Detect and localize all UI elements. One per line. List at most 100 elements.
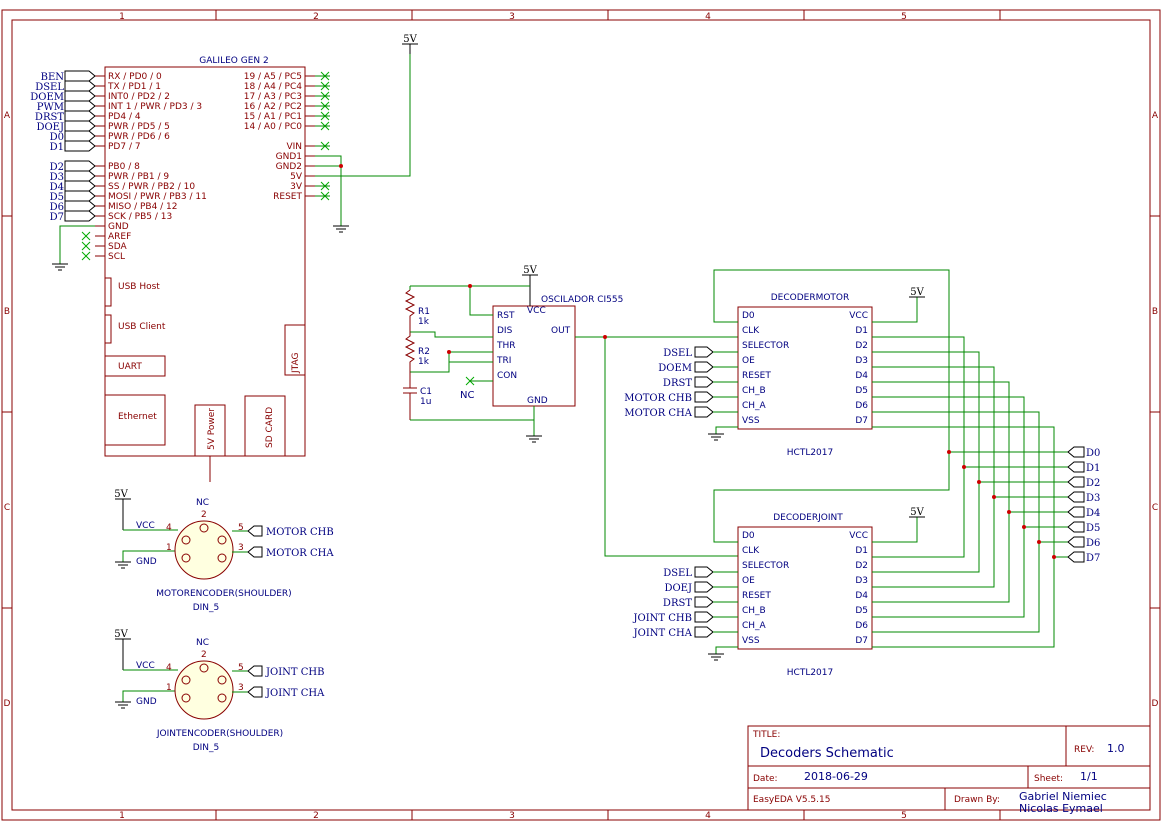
decoder-joint-title: DECODERJOINT bbox=[773, 513, 843, 523]
galileo-pin-sda: SDA bbox=[108, 242, 127, 252]
usb-host-label: USB Host bbox=[118, 282, 160, 292]
r1-value: 1k bbox=[418, 317, 430, 327]
galileo-pin-vin: VIN bbox=[286, 142, 302, 152]
osc-pin-thr: THR bbox=[496, 341, 516, 351]
drawing-frame: 1 2 3 4 5 1 2 3 4 5 A B C D A B C D bbox=[1, 9, 1161, 821]
ground-symbol bbox=[708, 433, 724, 441]
galileo-left-net-flags: BEN DSEL DOEM PWM DRST DOEJ D0 D1 D2 D3 … bbox=[30, 70, 96, 223]
jtag-label: JTAG bbox=[291, 353, 301, 374]
frame-row-d-right: D bbox=[1152, 699, 1159, 709]
menc-net-cha: MOTOR CHA bbox=[266, 548, 334, 559]
galileo-pin-pb2: SS / PWR / PB2 / 10 bbox=[108, 182, 195, 192]
dj-pin-d4: D4 bbox=[855, 591, 868, 601]
net-pwm: PWM bbox=[37, 102, 64, 113]
net-d5: D5 bbox=[50, 192, 64, 203]
usb-client-label: USB Client bbox=[118, 322, 166, 332]
ground-symbol bbox=[333, 225, 349, 233]
dj-net-drst: DRST bbox=[663, 598, 692, 609]
svg-text:5V: 5V bbox=[114, 489, 128, 500]
ethernet-label: Ethernet bbox=[118, 412, 157, 422]
galileo-board: GALILEO GEN 2 RX / PD0 / 0 TX / PD1 / 1 … bbox=[30, 34, 418, 482]
ground-symbol bbox=[115, 701, 131, 709]
dj-pin-selector: SELECTOR bbox=[742, 561, 789, 571]
decoder-motor-part: HCTL2017 bbox=[787, 448, 833, 458]
galileo-pin-5v: 5V bbox=[290, 172, 303, 182]
jenc-package: DIN_5 bbox=[193, 743, 220, 753]
dm-pin-clk: CLK bbox=[742, 326, 760, 336]
galileo-pin-pd6: PWR / PD6 / 6 bbox=[108, 132, 170, 142]
frame-row-a-left: A bbox=[4, 111, 11, 121]
galileo-pin-a3: 17 / A3 / PC3 bbox=[244, 92, 302, 102]
galileo-pin-pd7: PD7 / 7 bbox=[108, 142, 141, 152]
bus-d5: D5 bbox=[1086, 523, 1100, 534]
dm-pin-reset: RESET bbox=[742, 371, 771, 381]
jenc-pin-4: 4 bbox=[166, 663, 172, 673]
osc-pin-tri: TRI bbox=[496, 356, 511, 366]
joint-encoder-connector: 5V VCC GND 2 4 5 1 3 NC JOINT CHB JOINT … bbox=[114, 629, 325, 753]
jenc-nc-label: NC bbox=[196, 638, 209, 648]
dj-pin-oe: OE bbox=[742, 576, 755, 586]
galileo-internal-boxes: USB Host USB Client UART Ethernet 5V Pow… bbox=[104, 277, 306, 482]
ground-symbol bbox=[526, 435, 542, 443]
jenc-vcc-label: VCC bbox=[136, 661, 155, 671]
bus-d2: D2 bbox=[1086, 478, 1100, 489]
net-drst: DRST bbox=[35, 112, 64, 123]
galileo-pin-a1: 15 / A1 / PC1 bbox=[244, 112, 302, 122]
dm-pin-d7: D7 bbox=[855, 416, 868, 426]
galileo-pin-pb4: MISO / PB4 / 12 bbox=[108, 202, 178, 212]
sd-card-label: SD CARD bbox=[265, 407, 275, 448]
galileo-pin-a0: 14 / A0 / PC0 bbox=[244, 122, 303, 132]
menc-pin-3: 3 bbox=[238, 543, 244, 553]
menc-name: MOTORENCODER(SHOULDER) bbox=[156, 589, 291, 599]
output-bus: D0 D1 D2 D3 D4 D5 D6 D7 bbox=[947, 446, 1100, 564]
net-dsel: DSEL bbox=[35, 82, 64, 93]
galileo-title: GALILEO GEN 2 bbox=[199, 56, 268, 66]
galileo-pin-a4: 18 / A4 / PC4 bbox=[244, 82, 303, 92]
osc-pin-rst: RST bbox=[497, 311, 515, 321]
frame-row-b-right: B bbox=[1152, 307, 1158, 317]
oscillator-555: OSCILADOR CI555 RST DIS THR TRI CON VCC … bbox=[403, 265, 738, 557]
dm-pin-d0: D0 bbox=[742, 311, 755, 321]
frame-row-c-left: C bbox=[4, 503, 10, 513]
menc-pin-2: 2 bbox=[201, 510, 207, 520]
net-d2: D2 bbox=[50, 162, 64, 173]
galileo-pin-reset: RESET bbox=[273, 192, 302, 202]
junction-dot bbox=[339, 164, 343, 168]
menc-pin-4: 4 bbox=[166, 523, 172, 533]
jenc-name: JOINTENCODER(SHOULDER) bbox=[156, 729, 283, 739]
decoder-motor-title: DECODERMOTOR bbox=[771, 293, 850, 303]
dj-pin-d0: D0 bbox=[742, 531, 755, 541]
bus-d6: D6 bbox=[1086, 538, 1100, 549]
power-symbol-5v-galileo: 5V bbox=[402, 34, 418, 54]
net-doem: DOEM bbox=[30, 92, 64, 103]
osc-pin-out: OUT bbox=[551, 326, 571, 336]
drawn-by-label: Drawn By: bbox=[954, 795, 1000, 805]
frame-row-a-right: A bbox=[1152, 111, 1159, 121]
svg-text:5V: 5V bbox=[114, 629, 128, 640]
sheet-label: Sheet: bbox=[1034, 774, 1063, 784]
dj-pin-d7: D7 bbox=[855, 636, 868, 646]
dm-pin-cha: CH_A bbox=[742, 401, 767, 411]
date-value: 2018-06-29 bbox=[804, 770, 868, 783]
dj-net-doej: DOEJ bbox=[664, 583, 692, 594]
osc-pin-vcc: VCC bbox=[527, 306, 546, 316]
motor-encoder-connector: 5V VCC GND 2 4 5 1 3 NC MOTOR CHB MOTOR … bbox=[114, 489, 334, 613]
ground-symbol bbox=[115, 561, 131, 569]
bus-d1: D1 bbox=[1086, 463, 1100, 474]
galileo-pin-gnd1: GND1 bbox=[276, 152, 302, 162]
galileo-pin-scl: SCL bbox=[108, 252, 125, 262]
jenc-net-cha: JOINT CHA bbox=[265, 688, 325, 699]
5v-power-label: 5V Power bbox=[207, 408, 217, 450]
dm-pin-oe: OE bbox=[742, 356, 755, 366]
galileo-pin-int1: INT 1 / PWR / PD3 / 3 bbox=[108, 102, 202, 112]
galileo-pin-pb5: SCK / PB5 / 13 bbox=[108, 212, 172, 222]
no-connect-marks-left bbox=[81, 231, 91, 261]
jenc-pin-2: 2 bbox=[201, 650, 207, 660]
galileo-pin-int0: INT0 / PD2 / 2 bbox=[108, 92, 170, 102]
power-symbol-5v-osc: 5V bbox=[522, 265, 538, 306]
frame-col-2-bottom: 2 bbox=[313, 811, 319, 821]
menc-nc-label: NC bbox=[196, 498, 209, 508]
jenc-pin-5: 5 bbox=[238, 663, 244, 673]
galileo-pin-pb3: MOSI / PWR / PB3 / 11 bbox=[108, 192, 207, 202]
svg-text:5V: 5V bbox=[403, 34, 417, 45]
